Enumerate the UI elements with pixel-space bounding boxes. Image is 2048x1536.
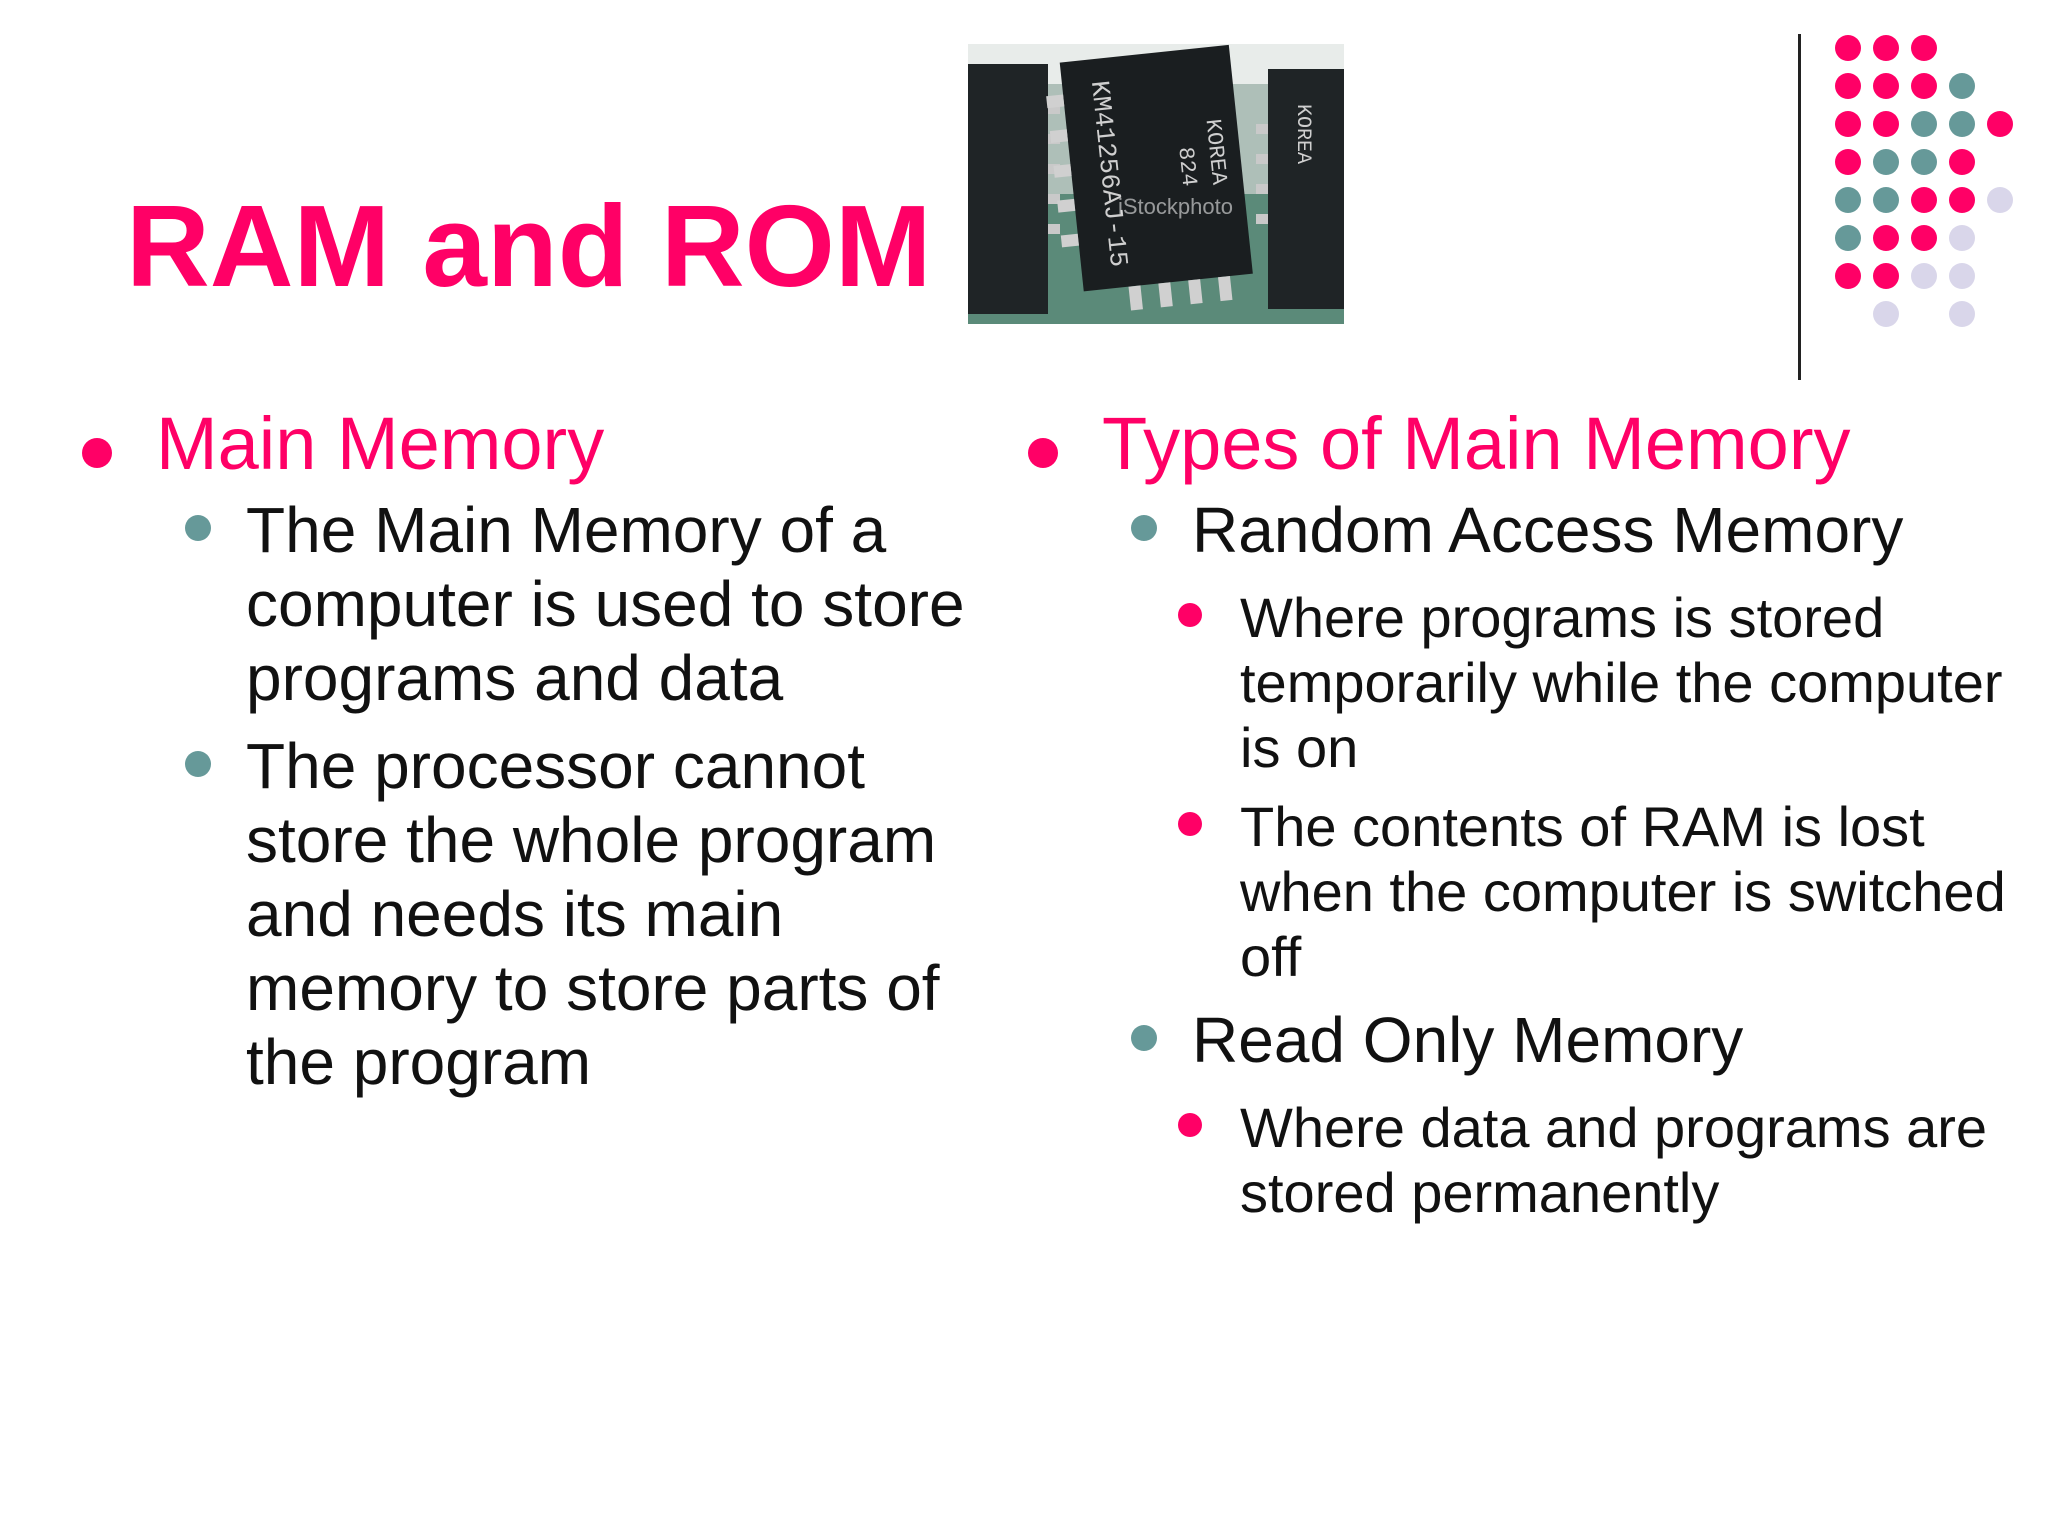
bullet-icon xyxy=(1178,1112,1202,1137)
bullet-icon xyxy=(1131,1024,1157,1051)
chip-code: 824 xyxy=(1172,146,1201,188)
decorative-dot xyxy=(1873,263,1899,289)
decorative-dot xyxy=(1949,111,1975,137)
decorative-dot xyxy=(1987,187,2013,213)
decorative-dot xyxy=(1873,225,1899,251)
decorative-dot xyxy=(1873,35,1899,61)
decorative-dot xyxy=(1835,149,1861,175)
decorative-dot xyxy=(1835,73,1861,99)
ram-item: Random Access Memory xyxy=(1018,493,2028,567)
bullet-icon xyxy=(1028,438,1058,468)
decorative-dot xyxy=(1987,111,2013,137)
decorative-dot xyxy=(1949,301,1975,327)
rom-item: Read Only Memory xyxy=(1018,1003,2028,1077)
decorative-dot xyxy=(1949,263,1975,289)
ram-detail: Where programs is stored temporarily whi… xyxy=(1018,585,2028,780)
decorative-dot xyxy=(1949,187,1975,213)
vertical-divider xyxy=(1798,34,1801,380)
rom-detail: Where data and programs are stored perma… xyxy=(1018,1095,2028,1225)
bullet-icon xyxy=(1131,514,1157,541)
stock-watermark: iStockphoto xyxy=(1118,194,1233,219)
decorative-dot xyxy=(1873,73,1899,99)
main-memory-point: The processor cannot store the whole pro… xyxy=(72,729,972,1099)
main-memory-point: The Main Memory of a computer is used to… xyxy=(72,493,972,715)
right-column: Types of Main Memory Random Access Memor… xyxy=(1018,400,2028,1239)
decorative-dot xyxy=(1835,263,1861,289)
bullet-icon xyxy=(185,750,211,777)
bullet-icon xyxy=(1178,811,1202,836)
decorative-dot xyxy=(1949,225,1975,251)
decorative-dot xyxy=(1835,225,1861,251)
decorative-dot xyxy=(1911,149,1937,175)
main-memory-heading: Main Memory xyxy=(72,400,972,489)
bullet-icon xyxy=(185,514,211,541)
decorative-dot xyxy=(1835,187,1861,213)
memory-chip-photo: KM41256AJ-15 KOREA 824 KOREA iStockphoto xyxy=(968,44,1344,324)
decorative-dot xyxy=(1911,225,1937,251)
left-column: Main Memory The Main Memory of a compute… xyxy=(72,400,972,1113)
decorative-dot xyxy=(1911,111,1937,137)
decorative-dot xyxy=(1911,35,1937,61)
decorative-dot xyxy=(1873,111,1899,137)
decorative-dot xyxy=(1835,35,1861,61)
bullet-icon xyxy=(82,438,112,468)
decorative-dot xyxy=(1873,149,1899,175)
memory-chip-illustration: KM41256AJ-15 KOREA 824 KOREA iStockphoto xyxy=(968,44,1344,324)
decorative-dot xyxy=(1911,73,1937,99)
decorative-dot xyxy=(1949,73,1975,99)
decorative-dot xyxy=(1911,187,1937,213)
chip-origin-right: KOREA xyxy=(1291,104,1314,164)
slide-title: RAM and ROM xyxy=(126,181,932,311)
types-heading: Types of Main Memory xyxy=(1018,400,2028,489)
decorative-dot xyxy=(1835,111,1861,137)
decorative-dot xyxy=(1873,187,1899,213)
decorative-dot xyxy=(1949,149,1975,175)
bullet-icon xyxy=(1178,602,1202,627)
decorative-dot-grid xyxy=(1835,35,2013,327)
decorative-dot xyxy=(1911,263,1937,289)
decorative-dot xyxy=(1873,301,1899,327)
ram-detail: The contents of RAM is lost when the com… xyxy=(1018,794,2028,989)
